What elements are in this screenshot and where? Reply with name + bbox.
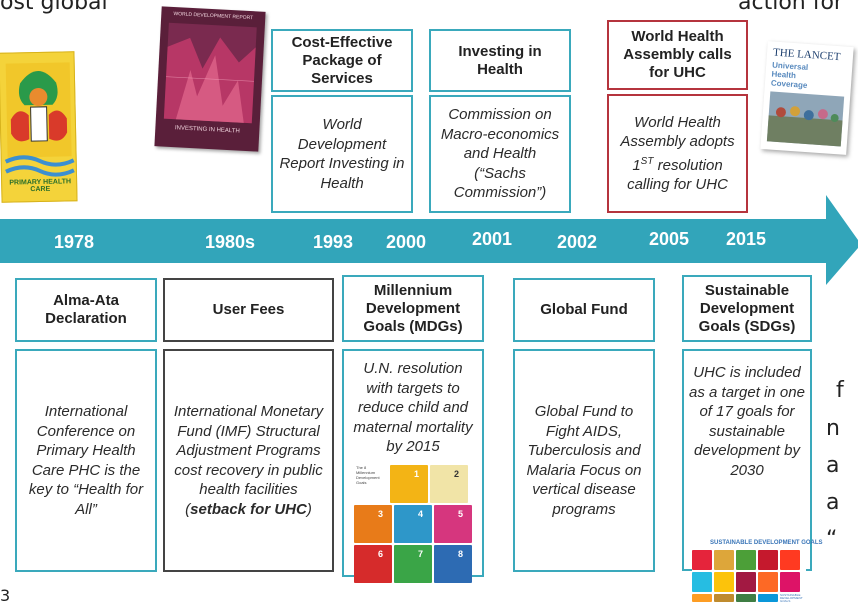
mdg-goal-1-icon (390, 465, 428, 503)
event-desc-text: International Monetary Fund (IMF) Struct… (165, 398, 332, 523)
event-desc-sdgs: UHC is included as a target in one of 17… (682, 349, 812, 571)
year-1993: 1993 (313, 232, 354, 252)
lancet-cover: THE LANCET Universal Health Coverage (760, 41, 854, 155)
goal-number-1: 1 (414, 469, 420, 479)
sdg-goal-1-icon (692, 550, 712, 570)
goal-number-4: 4 (418, 509, 424, 519)
mdg-goal-7-icon (394, 545, 432, 583)
event-title-text: Cost-Effective Package of Services (291, 33, 393, 87)
sdg-goal-9-icon (758, 572, 778, 592)
year-1978: 1978 (54, 232, 95, 252)
event-title-text: Millennium Development Goals (MDGs) (363, 281, 463, 335)
event-title-text: Investing in Health (458, 42, 542, 78)
event-desc-text: Global Fund to Fight AIDS, Tuberculosis … (526, 403, 642, 518)
goal-number-2: 2 (454, 469, 460, 479)
event-title-global-fund: Global Fund (513, 278, 655, 342)
superscript-st: ST (640, 155, 654, 167)
cropped-text-right-4: a (826, 490, 840, 515)
page-number: 3 (0, 586, 11, 605)
year-2002: 2002 (557, 232, 598, 252)
primary-health-care-poster: PRIMARY HEALTH CARE (0, 51, 78, 203)
sdg-goal-4-icon (758, 550, 778, 570)
sdg-icons-graphic: SUSTAINABLE DEVELOPMENT GOALS SUSTAINABL… (692, 540, 823, 603)
cropped-text-right-2: n (826, 416, 840, 441)
cropped-text-top-left: ost global (0, 0, 108, 15)
event-title-sdgs: Sustainable Development Goals (SDGs) (682, 275, 812, 342)
desc-part: ) (306, 500, 312, 518)
cropped-text-right-5: “ (826, 527, 838, 552)
timeline-arrow (0, 195, 858, 285)
sdg-goal-7-icon (714, 572, 734, 592)
event-desc-world-development-report: World Development Report Investing in He… (271, 95, 413, 213)
event-title-user-fees: User Fees (163, 278, 334, 342)
lancet-photo (766, 91, 845, 147)
mdg-goal-8-icon (434, 545, 472, 583)
cropped-text-right-3: a (826, 453, 840, 478)
world-development-report-cover: WORLD DEVELOPMENT REPORT INVESTING IN HE… (154, 6, 266, 152)
sdg-goal-10-icon (780, 572, 800, 592)
cropped-text-top-right: action for (738, 0, 843, 15)
event-title-investing-in-health: Investing in Health (429, 29, 571, 92)
goal-number-3: 3 (378, 509, 384, 519)
sdg-goal-14-icon (758, 594, 778, 602)
event-desc-sachs-commission: Commission on Macro-economics and Health… (429, 95, 571, 213)
mdg-goal-4-icon (394, 505, 432, 543)
cropped-text-right-1: f (836, 378, 844, 403)
event-title-mdgs: Millennium Development Goals (MDGs) (342, 275, 484, 342)
mdg-header: The 8 Millennium Development Goals (356, 465, 380, 485)
sdg-badge: SUSTAINABLE DEVELOPMENT GOALS (780, 593, 803, 603)
mdg-goal-6-icon (354, 545, 392, 583)
wdr-cover-art (163, 22, 257, 124)
year-1980s: 1980s (205, 232, 256, 252)
sdg-goal-12-icon (714, 594, 734, 602)
goal-number-6: 6 (378, 549, 384, 559)
event-title-text: Global Fund (540, 301, 628, 318)
desc-part: resolution calling for UHC (627, 156, 728, 194)
sdg-goal-13-icon (736, 594, 756, 602)
goal-number-5: 5 (458, 509, 464, 519)
desc-emphasis-setback: setback for UHC (190, 500, 307, 518)
event-desc-text: World Health Assembly adopts 1ST resolut… (609, 109, 746, 199)
event-desc-global-fund: Global Fund to Fight AIDS, Tuberculosis … (513, 349, 655, 572)
mdg-icons-graphic: The 8 Millennium Development Goals 1 2 3… (354, 465, 472, 595)
sdg-goal-5-icon (780, 550, 800, 570)
event-title-cost-effective-package: Cost-Effective Package of Services (271, 29, 413, 92)
event-title-alma-ata: Alma-Ata Declaration (15, 278, 157, 342)
sdg-goal-2-icon (714, 550, 734, 570)
event-desc-wha-resolution: World Health Assembly adopts 1ST resolut… (607, 94, 748, 213)
event-desc-text: International Conference on Primary Heal… (28, 403, 144, 518)
sdg-goal-3-icon (736, 550, 756, 570)
sdg-goal-6-icon (692, 572, 712, 592)
event-title-text: Alma-Ata Declaration (45, 292, 127, 327)
goal-number-7: 7 (418, 549, 424, 559)
desc-part: International Monetary Fund (IMF) Struct… (173, 403, 324, 498)
event-desc-text: Commission on Macro-economics and Health… (440, 106, 560, 202)
sdg-goal-11-icon (692, 594, 712, 602)
event-desc-alma-ata: International Conference on Primary Heal… (15, 349, 157, 572)
desc-part: World Health Assembly adopts 1 (620, 113, 735, 174)
mdg-goal-5-icon (434, 505, 472, 543)
event-desc-text: U.N. resolution with targets to reduce c… (353, 360, 473, 455)
event-desc-text: UHC is included as a target in one of 17… (689, 364, 805, 479)
poster-caption: PRIMARY HEALTH CARE (9, 178, 72, 194)
event-title-text: Sustainable Development Goals (SDGs) (698, 281, 796, 335)
mdg-goal-2-icon (430, 465, 468, 503)
mdg-goal-3-icon (354, 505, 392, 543)
year-2000: 2000 (386, 232, 427, 252)
poster-illustration (4, 62, 75, 177)
event-title-text: User Fees (212, 301, 285, 318)
event-title-world-health-assembly: World Health Assembly calls for UHC (607, 20, 748, 90)
year-2015: 2015 (726, 229, 767, 249)
event-desc-text: World Development Report Investing in He… (279, 116, 405, 192)
sdg-header: SUSTAINABLE DEVELOPMENT GOALS (710, 540, 823, 546)
year-2001: 2001 (472, 229, 513, 249)
event-desc-user-fees: International Monetary Fund (IMF) Struct… (163, 349, 334, 572)
goal-number-8: 8 (458, 549, 464, 559)
year-2005: 2005 (649, 229, 690, 249)
sdg-goal-8-icon (736, 572, 756, 592)
desc-part: ( (185, 500, 191, 518)
event-title-text: World Health Assembly calls for UHC (623, 28, 732, 81)
